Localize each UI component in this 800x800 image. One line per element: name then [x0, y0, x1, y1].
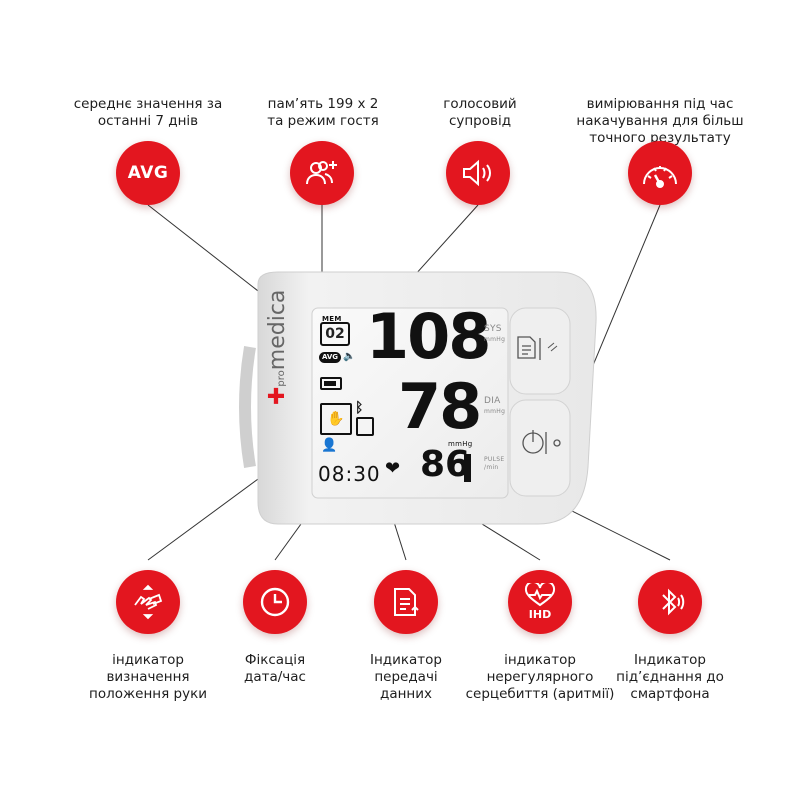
dia-value: 78	[398, 370, 482, 443]
blood-pressure-monitor	[239, 271, 597, 525]
arm-position-lcd-icon: ✋	[320, 403, 352, 435]
pulse-side-label: PULSE	[484, 456, 505, 463]
pulse-bar	[464, 454, 471, 482]
user-lcd-icon: 👤	[321, 438, 338, 453]
caption-memory: пам’ять 199 х 2 та режим гостя	[267, 96, 379, 129]
sys-value: 108	[366, 300, 491, 373]
mem-value: 02	[320, 322, 350, 346]
time-value: 08:30	[318, 462, 381, 486]
heart-lcd-icon: ❤	[385, 458, 401, 479]
caption-gauge: вимірювання під час накачування для біль…	[576, 96, 744, 146]
gauge-icon	[628, 141, 692, 205]
avg-badge: AVG	[319, 352, 341, 363]
caption-clock: Фіксація дата/час	[244, 652, 306, 685]
voice-symbol-icon: 🔈	[343, 351, 356, 362]
caption-data-transfer: Індикатор передачі данних	[369, 652, 443, 702]
clock-icon	[243, 570, 307, 634]
avg-icon-text: AVG	[127, 163, 169, 183]
caption-arm-position: індикатор визначення положення руки	[89, 652, 207, 702]
users-plus-icon	[290, 141, 354, 205]
sys-side-unit: mmHg	[484, 336, 506, 343]
mem-label: MEM	[322, 315, 342, 323]
arm-position-icon	[116, 570, 180, 634]
avg-icon: AVG	[116, 141, 180, 205]
dia-side-label: DIA	[484, 396, 501, 406]
bluetooth-icon	[638, 570, 702, 634]
data-transfer-icon	[374, 570, 438, 634]
speaker-icon	[446, 141, 510, 205]
sys-side-label: SYS	[484, 324, 502, 334]
caption-bluetooth: Індикатор під’єднання до смартфона	[616, 652, 724, 702]
mmhg-lcd-label: mmHg	[448, 440, 473, 448]
caption-avg: середнє значення за останні 7 днів	[73, 96, 223, 129]
caption-voice: голосовий супровід	[443, 96, 517, 129]
brand-logo: ✚promedica	[265, 289, 290, 405]
heart-ihd-icon: IHD	[508, 570, 572, 634]
dia-side-unit: mmHg	[484, 408, 506, 415]
ihd-text: IHD	[528, 608, 552, 621]
bluetooth-lcd-icon: ᛒ	[355, 400, 364, 416]
caption-ihd: індикатор нерегулярного серцебиття (арит…	[465, 652, 615, 702]
pulse-value: 86	[420, 444, 471, 485]
data-transfer-lcd-icon	[356, 417, 374, 436]
battery-icon	[320, 377, 342, 390]
pulse-side-unit: /min	[484, 464, 499, 471]
